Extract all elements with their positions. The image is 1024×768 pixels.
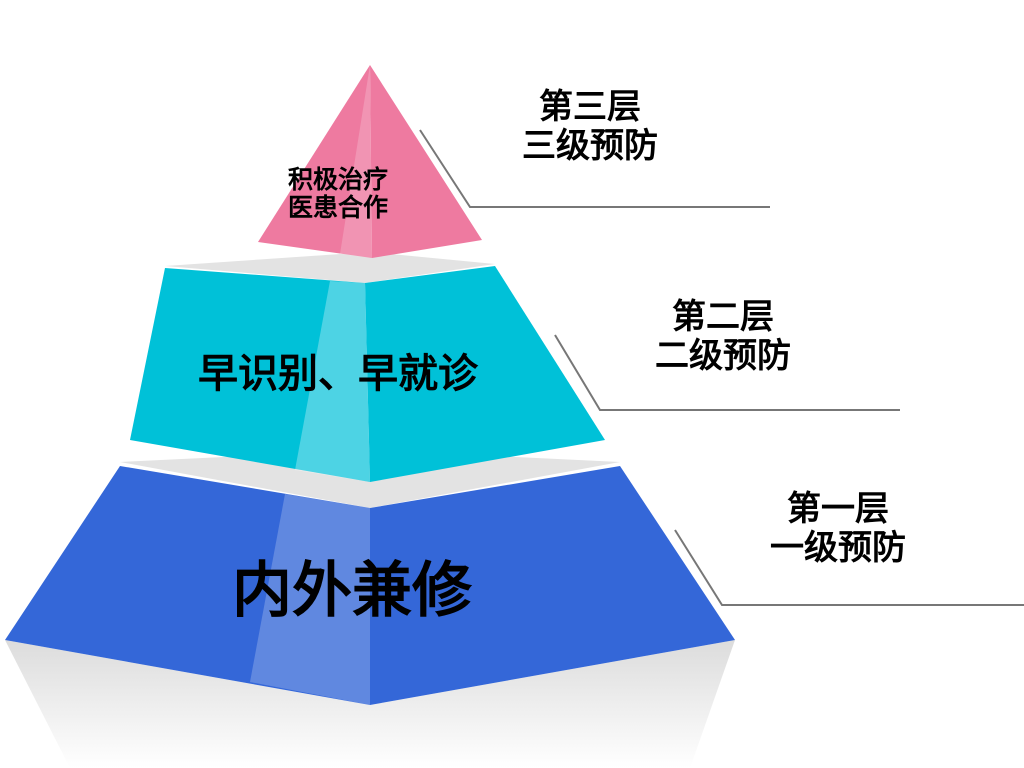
- tier-1-label: 第一层 一级预防: [770, 489, 906, 569]
- leader-line-tier-3: [419, 129, 770, 208]
- leader-line-tier-2: [554, 334, 900, 411]
- tier-1-level: 第一层: [787, 489, 889, 529]
- tier-3-prevention: 三级预防: [522, 126, 658, 167]
- top-tier-content: 积极治疗 医患合作: [288, 166, 388, 221]
- top-tier-highlight: [340, 65, 372, 258]
- top-tier-content-line2: 医患合作: [288, 192, 389, 222]
- tier-3-label: 第三层 三级预防: [522, 87, 658, 167]
- bottom-tier-right-face: [370, 466, 735, 705]
- tier-3-level: 第三层: [539, 87, 641, 127]
- bottom-tier-content: 内外兼修: [232, 556, 472, 626]
- bottom-tier-highlight: [250, 494, 370, 705]
- tier-1-prevention: 一级预防: [770, 528, 906, 569]
- tier-2-level: 第二层: [672, 297, 774, 337]
- middle-tier-left-face: [130, 268, 370, 482]
- tier-2-label: 第二层 二级预防: [655, 297, 791, 377]
- bottom-tier-left-face: [5, 466, 370, 705]
- middle-tier-highlight: [295, 281, 370, 482]
- top-tier-content-line1: 积极治疗: [288, 165, 389, 194]
- pyramid-reflection: [5, 640, 735, 768]
- middle-tier-right-face: [365, 266, 605, 482]
- top-tier-right-face: [370, 65, 482, 258]
- middle-tier-content: 早识别、早就诊: [198, 351, 478, 397]
- top-tier-left-face: [258, 65, 372, 258]
- leader-line-tier-1: [674, 529, 1024, 606]
- middle-tier-band: [165, 252, 495, 283]
- tier-2-prevention: 二级预防: [655, 336, 791, 377]
